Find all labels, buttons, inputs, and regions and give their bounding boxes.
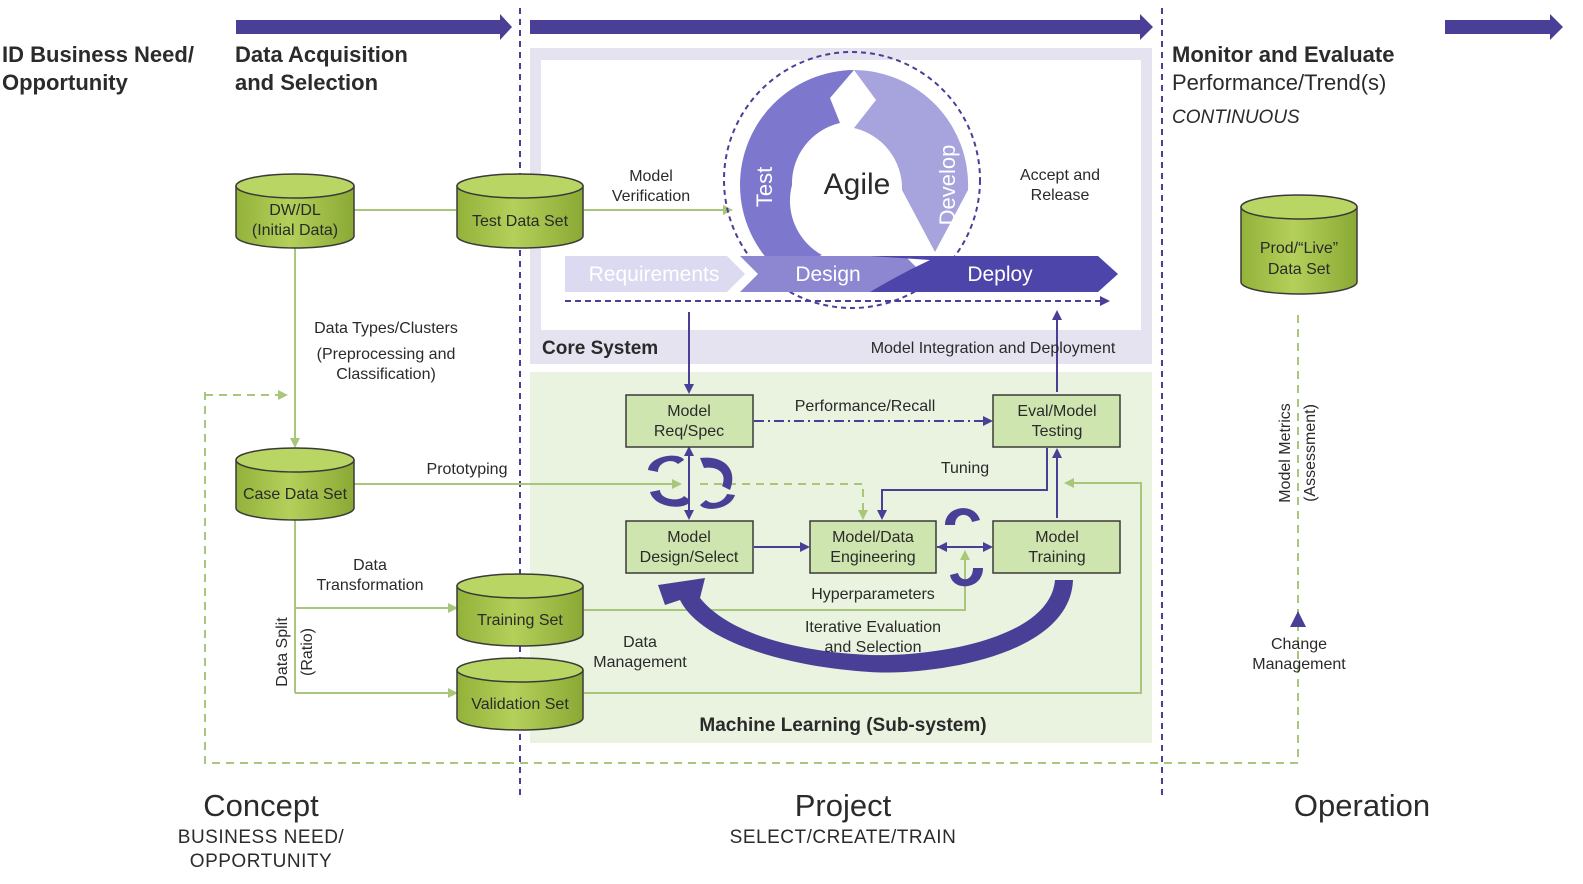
phase-concept-sub-1: BUSINESS NEED/ xyxy=(178,827,345,848)
hdr-monitor-title: Monitor and Evaluate xyxy=(1172,42,1394,67)
phase-project: Project xyxy=(795,788,892,823)
hdr-data-acq-2: and Selection xyxy=(235,70,378,95)
model-verif-1: Model xyxy=(629,168,673,185)
data-mgmt-2: Management xyxy=(593,654,687,671)
dw-dl-label-2: (Initial Data) xyxy=(252,222,338,239)
data-types-1: Data Types/Clusters xyxy=(314,320,458,337)
requirements-label: Requirements xyxy=(589,263,720,286)
cyl-case-data-set xyxy=(235,447,355,521)
phase-concept-sub-2: OPPORTUNITY xyxy=(190,851,332,872)
box-model-req-spec xyxy=(625,394,754,448)
box-model-design-select xyxy=(625,520,754,574)
hyperparameters-label: Hyperparameters xyxy=(811,586,935,603)
accept-1: Accept and xyxy=(1020,167,1100,184)
prototyping-label: Prototyping xyxy=(427,461,508,478)
cyl-test-data-set xyxy=(456,173,584,249)
phase-operation: Operation xyxy=(1294,788,1430,823)
cyl-validation-set xyxy=(456,657,584,731)
change-management-arrowhead xyxy=(1290,611,1306,627)
data-transform-2: Transformation xyxy=(317,577,424,594)
data-types-3: Classification) xyxy=(336,366,436,383)
model-design-1: Model xyxy=(667,529,711,546)
design-label: Design xyxy=(795,263,860,286)
agile-label: Agile xyxy=(824,168,891,201)
case-data-set-label: Case Data Set xyxy=(243,486,348,503)
change-mgmt-1: Change xyxy=(1271,636,1327,653)
model-metrics-2: (Assessment) xyxy=(1302,404,1319,502)
dw-dl-label-1: DW/DL xyxy=(269,202,321,219)
data-mgmt-1: Data xyxy=(623,634,657,651)
hdr-id-business-1: ID Business Need/ xyxy=(2,42,194,67)
model-training-2: Training xyxy=(1028,549,1085,566)
box-model-training xyxy=(992,520,1121,574)
box-eval-model-testing xyxy=(992,394,1121,448)
tuning-label: Tuning xyxy=(941,460,989,477)
ml-loop-arcs xyxy=(648,455,1073,673)
model-integration-label: Model Integration and Deployment xyxy=(871,340,1116,357)
phase-arrows xyxy=(236,14,1563,40)
prod-live-label-2: Data Set xyxy=(1268,261,1331,278)
agile-cycle xyxy=(565,51,1118,309)
model-data-2: Engineering xyxy=(830,549,915,566)
model-verif-2: Verification xyxy=(612,188,690,205)
box-model-data-engineering xyxy=(809,520,937,574)
cyl-prod-live xyxy=(1240,194,1358,295)
model-data-1: Model/Data xyxy=(832,529,914,546)
cyl-training-set xyxy=(456,573,584,647)
model-req-2: Req/Spec xyxy=(654,423,724,440)
cyl-dw-dl xyxy=(235,173,355,249)
eval-1: Eval/Model xyxy=(1017,403,1096,420)
iterative-1: Iterative Evaluation xyxy=(805,619,941,636)
data-transform-1: Data xyxy=(353,557,387,574)
green-connectors xyxy=(204,205,1299,764)
hdr-monitor-sub: Performance/Trend(s) xyxy=(1172,70,1386,95)
hdr-id-business-2: Opportunity xyxy=(2,70,129,95)
phase-project-sub: SELECT/CREATE/TRAIN xyxy=(730,827,957,848)
model-metrics-1: Model Metrics xyxy=(1277,403,1294,503)
eval-2: Testing xyxy=(1032,423,1083,440)
test-data-set-label: Test Data Set xyxy=(472,213,569,230)
training-set-label: Training Set xyxy=(477,612,563,629)
iterative-2: and Selection xyxy=(825,639,922,656)
core-system-title: Core System xyxy=(542,338,658,359)
accept-2: Release xyxy=(1031,187,1090,204)
hdr-data-acq-1: Data Acquisition xyxy=(235,42,408,67)
model-training-1: Model xyxy=(1035,529,1079,546)
data-split-2: (Ratio) xyxy=(299,628,316,676)
develop-label: Develop xyxy=(935,145,960,226)
purple-connectors xyxy=(565,296,1110,552)
test-label: Test xyxy=(752,167,777,207)
change-mgmt-2: Management xyxy=(1252,656,1346,673)
model-req-1: Model xyxy=(667,403,711,420)
ml-boxes xyxy=(625,394,1121,574)
deploy-label: Deploy xyxy=(967,263,1033,286)
data-types-2: (Preprocessing and xyxy=(317,346,456,363)
hdr-monitor-cont: CONTINUOUS xyxy=(1172,107,1300,128)
ml-subsystem-title: Machine Learning (Sub-system) xyxy=(699,715,986,736)
prod-live-label-1: Prod/“Live” xyxy=(1260,240,1338,257)
phase-concept: Concept xyxy=(203,788,319,823)
data-split-1: Data Split xyxy=(274,617,291,687)
performance-recall-label: Performance/Recall xyxy=(795,398,936,415)
validation-set-label: Validation Set xyxy=(471,696,569,713)
model-design-2: Design/Select xyxy=(640,549,739,566)
